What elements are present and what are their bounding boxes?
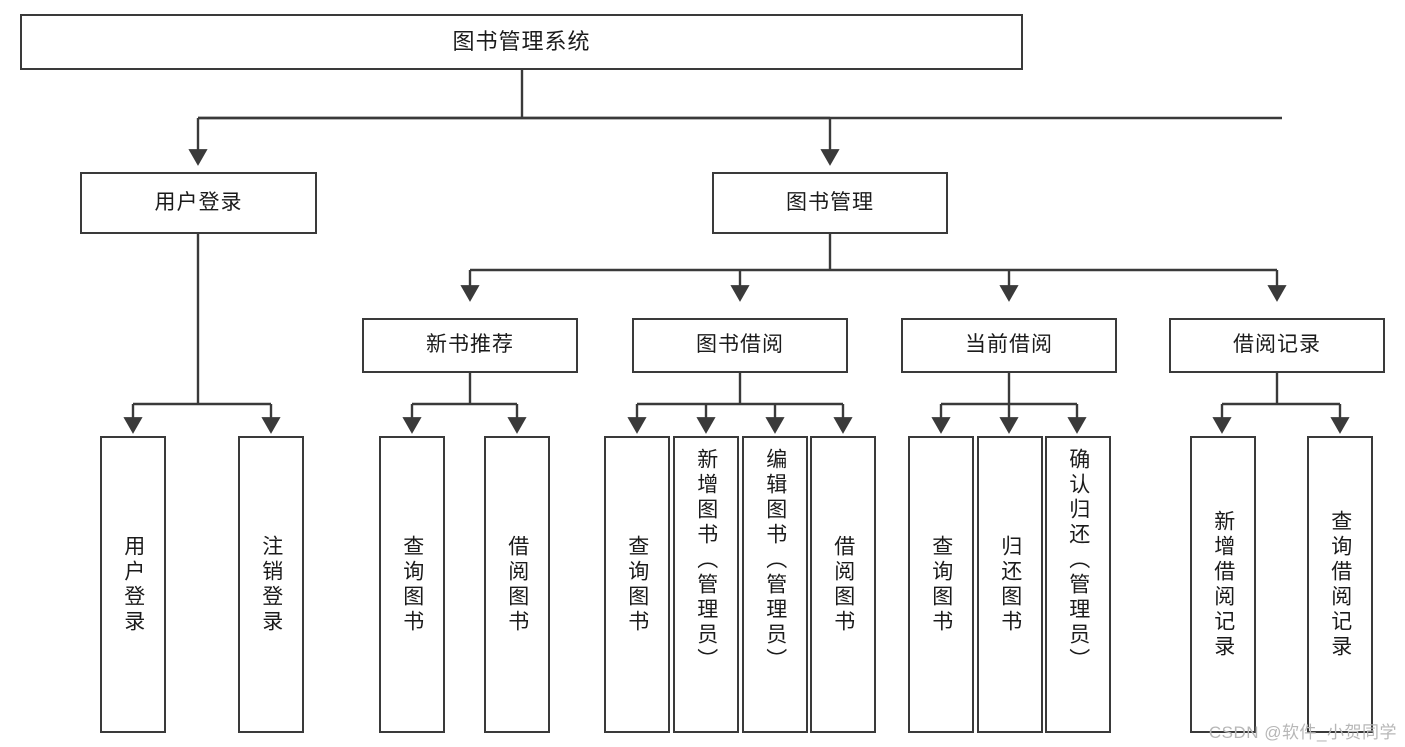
node-label: 图书借阅 xyxy=(696,333,784,357)
leaf-label: 编辑图书（管理员） xyxy=(763,448,787,673)
leaf-label: 新增图书（管理员） xyxy=(694,448,718,673)
leaf-label: 归还图书 xyxy=(998,534,1022,635)
node-label: 图书管理 xyxy=(786,190,874,214)
leaf-label: 查询图书 xyxy=(625,534,649,635)
leaf-label: 注销登录 xyxy=(259,534,283,635)
leaf-record-query-record[interactable]: 查询借阅记录 xyxy=(1307,436,1373,733)
leaf-label: 查询图书 xyxy=(400,534,424,635)
leaf-borrow-query-book[interactable]: 查询图书 xyxy=(604,436,670,733)
leaf-borrow-edit-book-admin[interactable]: 编辑图书（管理员） xyxy=(742,436,808,733)
node-current-borrow[interactable]: 当前借阅 xyxy=(901,318,1117,373)
node-label: 新书推荐 xyxy=(426,333,514,357)
node-user-login[interactable]: 用户登录 xyxy=(80,172,317,234)
node-label: 当前借阅 xyxy=(965,333,1053,357)
node-label: 用户登录 xyxy=(154,190,243,214)
leaf-label: 用户登录 xyxy=(121,534,145,635)
leaf-user-logout[interactable]: 注销登录 xyxy=(238,436,304,733)
leaf-label: 借阅图书 xyxy=(505,534,529,635)
leaf-label: 查询图书 xyxy=(929,534,953,635)
leaf-borrow-add-book-admin[interactable]: 新增图书（管理员） xyxy=(673,436,739,733)
node-label: 借阅记录 xyxy=(1233,333,1321,357)
leaf-label: 确认归还（管理员） xyxy=(1066,448,1090,673)
leaf-borrow-borrow-book[interactable]: 借阅图书 xyxy=(810,436,876,733)
node-book-manage[interactable]: 图书管理 xyxy=(712,172,948,234)
node-label: 图书管理系统 xyxy=(452,29,591,55)
leaf-label: 借阅图书 xyxy=(831,534,855,635)
node-new-book-recommend[interactable]: 新书推荐 xyxy=(362,318,578,373)
leaf-newbook-query-book[interactable]: 查询图书 xyxy=(379,436,445,733)
node-borrow-record[interactable]: 借阅记录 xyxy=(1169,318,1385,373)
leaf-label: 查询借阅记录 xyxy=(1328,509,1352,660)
leaf-label: 新增借阅记录 xyxy=(1211,509,1235,660)
watermark: CSDN @软件_小贺同学 xyxy=(1208,723,1397,742)
node-book-borrow[interactable]: 图书借阅 xyxy=(632,318,848,373)
leaf-current-return-book[interactable]: 归还图书 xyxy=(977,436,1043,733)
leaf-newbook-borrow-book[interactable]: 借阅图书 xyxy=(484,436,550,733)
node-root[interactable]: 图书管理系统 xyxy=(20,14,1023,70)
leaf-current-query-book[interactable]: 查询图书 xyxy=(908,436,974,733)
leaf-current-confirm-return-admin[interactable]: 确认归还（管理员） xyxy=(1045,436,1111,733)
leaf-user-login-query[interactable]: 用户登录 xyxy=(100,436,166,733)
leaf-record-add-record[interactable]: 新增借阅记录 xyxy=(1190,436,1256,733)
